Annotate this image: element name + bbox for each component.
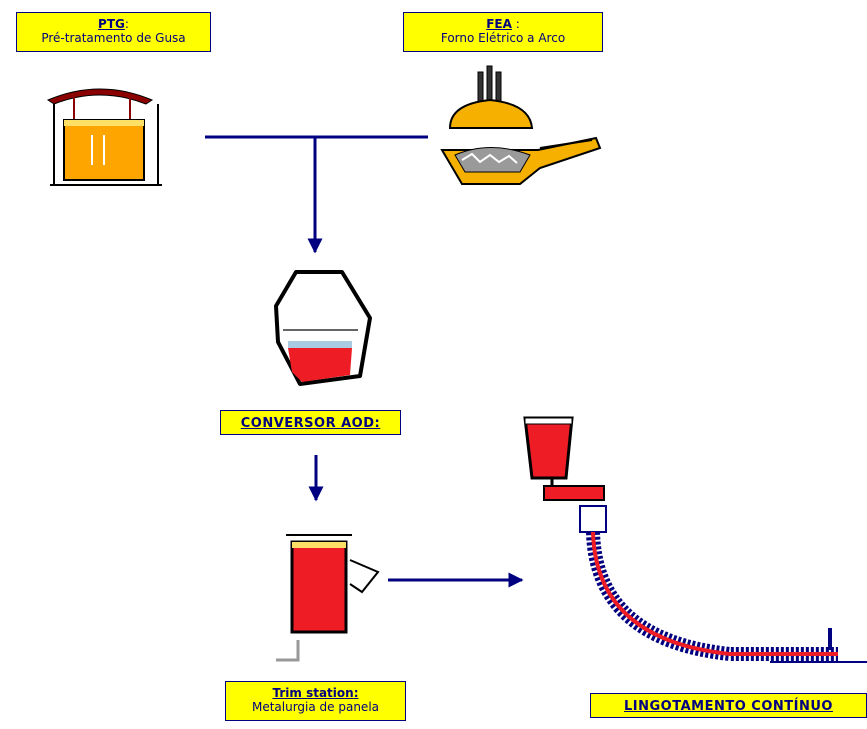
fea-label: FEA : Forno Elétrico a Arco bbox=[403, 12, 603, 52]
ptg-title: PTG bbox=[98, 17, 125, 31]
aod-title-suffix: : bbox=[374, 416, 381, 431]
ptg-subtitle: Pré-tratamento de Gusa bbox=[41, 31, 186, 45]
trim-title-suffix: : bbox=[353, 686, 359, 700]
trim-subtitle: Metalurgia de panela bbox=[251, 700, 380, 714]
lingotamento-title: LINGOTAMENTO CONTÍNUO bbox=[624, 699, 833, 714]
fea-furnace-icon bbox=[440, 65, 602, 185]
trim-title: Trim station bbox=[272, 686, 354, 700]
lingotamento-label: LINGOTAMENTO CONTÍNUO bbox=[590, 693, 867, 718]
ptg-vessel-icon bbox=[46, 88, 162, 186]
aod-title: CONVERSOR AOD bbox=[240, 416, 375, 431]
aod-label: CONVERSOR AOD: bbox=[220, 410, 401, 435]
ptg-label: PTG: Pré-tratamento de Gusa bbox=[16, 12, 211, 52]
trim-station-label: Trim station: Metalurgia de panela bbox=[225, 681, 406, 721]
fea-title: FEA bbox=[486, 17, 512, 31]
aod-converter-icon bbox=[274, 270, 372, 386]
fea-subtitle: Forno Elétrico a Arco bbox=[440, 31, 566, 45]
trim-station-ladle-icon bbox=[276, 534, 380, 662]
continuous-caster-icon bbox=[523, 416, 867, 663]
ptg-title-suffix: : bbox=[124, 17, 129, 31]
fea-title-suffix: : bbox=[511, 17, 520, 31]
